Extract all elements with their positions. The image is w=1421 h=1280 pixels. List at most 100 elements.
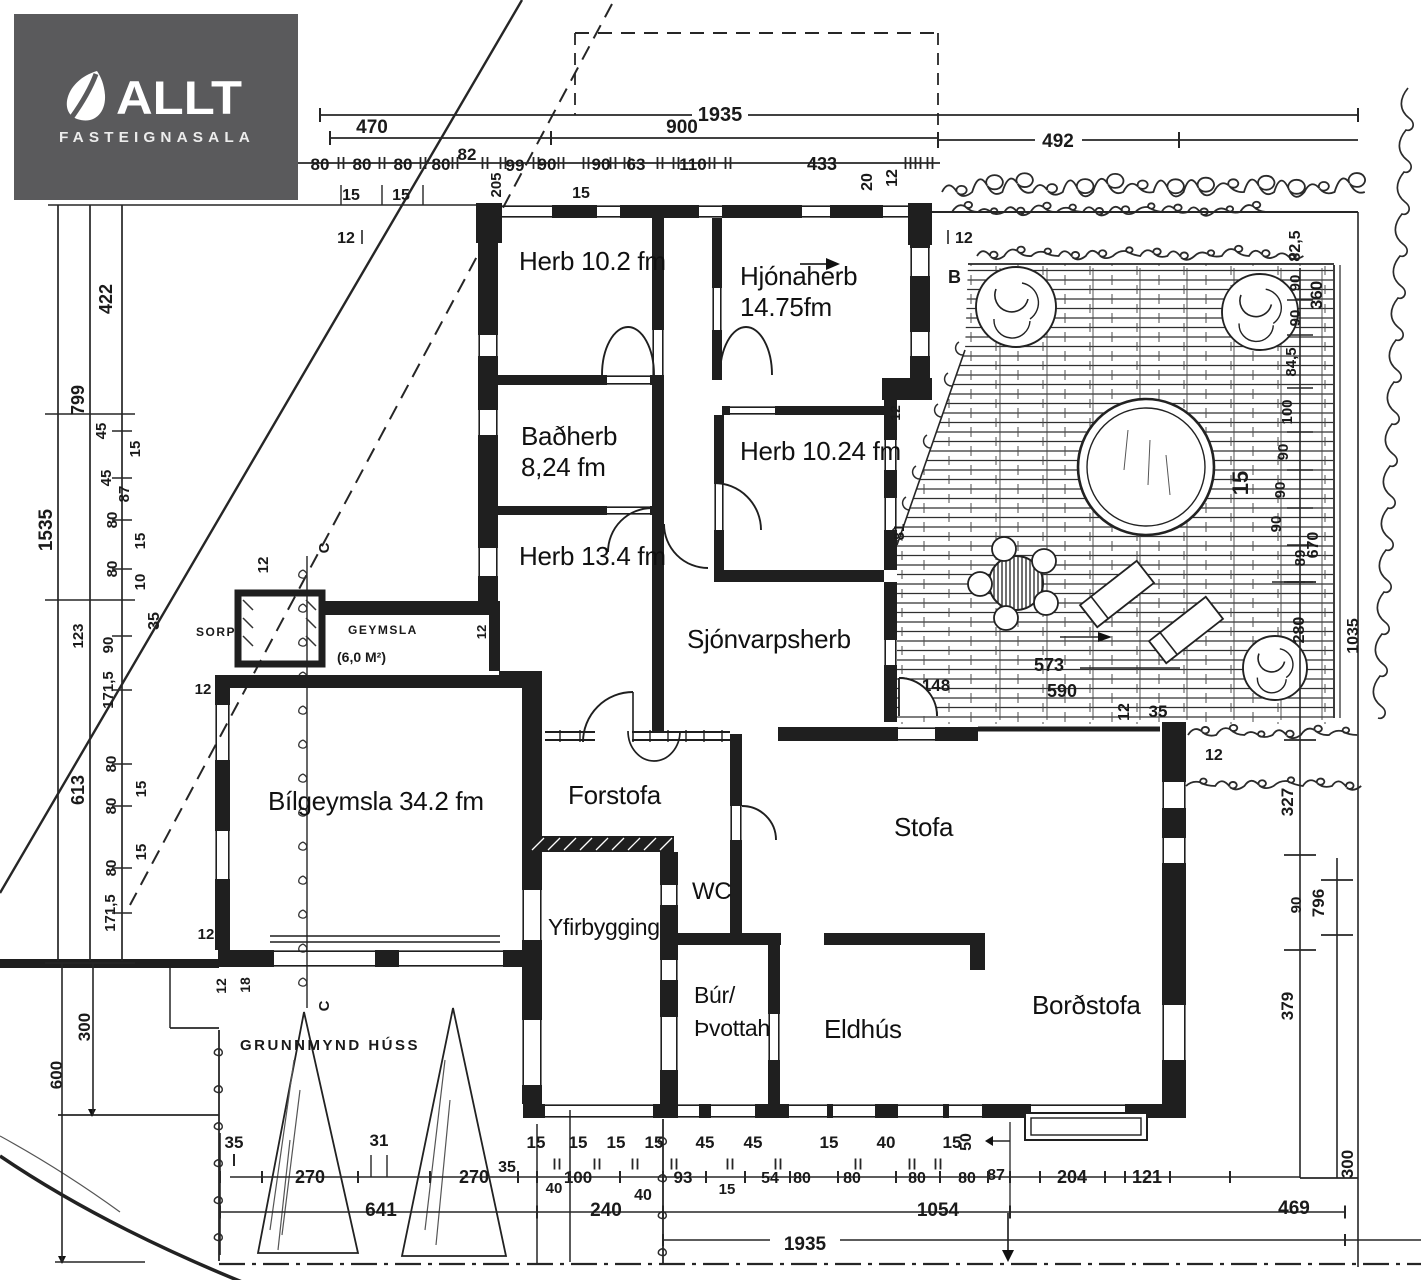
svg-text:1054: 1054 [917, 1200, 960, 1221]
svg-text:B: B [948, 267, 961, 287]
svg-text:1035: 1035 [1345, 618, 1362, 654]
svg-text:613: 613 [68, 775, 88, 805]
svg-text:15: 15 [820, 1133, 839, 1152]
svg-text:469: 469 [1278, 1198, 1310, 1219]
svg-text:12: 12 [474, 625, 489, 639]
svg-text:280: 280 [1291, 617, 1308, 644]
svg-text:Bílgeymsla 34.2 fm: Bílgeymsla 34.2 fm [268, 786, 484, 816]
svg-text:87: 87 [116, 486, 133, 503]
svg-text:1935: 1935 [784, 1234, 827, 1255]
svg-text:796: 796 [1309, 889, 1328, 917]
svg-text:15: 15 [719, 1181, 736, 1198]
svg-text:Baðherb: Baðherb [521, 421, 617, 451]
svg-text:433: 433 [807, 154, 837, 174]
svg-text:15: 15 [392, 187, 410, 204]
svg-text:SORP: SORP [196, 625, 236, 639]
svg-text:12: 12 [213, 978, 229, 994]
svg-text:15: 15 [133, 781, 150, 798]
svg-text:FASTEIGNASALA: FASTEIGNASALA [59, 129, 255, 146]
svg-text:204: 204 [1057, 1167, 1087, 1187]
svg-text:670: 670 [1305, 532, 1322, 559]
svg-text:90: 90 [1287, 275, 1304, 292]
svg-text:10: 10 [132, 574, 149, 591]
svg-text:Borðstofa: Borðstofa [1032, 990, 1141, 1020]
svg-text:15: 15 [133, 844, 150, 861]
svg-text:12: 12 [884, 169, 901, 187]
svg-text:WC: WC [692, 878, 731, 905]
svg-text:379: 379 [1278, 992, 1297, 1020]
svg-text:470: 470 [356, 117, 388, 138]
svg-text:90: 90 [1268, 516, 1285, 533]
svg-text:15: 15 [569, 1133, 588, 1152]
svg-text:35: 35 [498, 1159, 516, 1176]
svg-text:171,5: 171,5 [102, 894, 119, 932]
svg-text:31: 31 [370, 1131, 389, 1150]
svg-text:15: 15 [645, 1133, 664, 1152]
svg-text:90: 90 [1287, 310, 1304, 327]
svg-text:8,24 fm: 8,24 fm [521, 452, 606, 482]
svg-text:15: 15 [607, 1133, 626, 1152]
svg-text:360: 360 [1307, 281, 1326, 309]
svg-text:80: 80 [908, 1170, 926, 1187]
svg-text:93: 93 [674, 1168, 693, 1187]
svg-text:Eldhús: Eldhús [824, 1014, 902, 1044]
svg-text:600: 600 [47, 1061, 66, 1089]
svg-text:270: 270 [459, 1167, 489, 1187]
svg-text:799: 799 [68, 385, 88, 415]
svg-text:80: 80 [353, 155, 372, 174]
svg-text:80: 80 [958, 1170, 976, 1187]
svg-text:121: 121 [1132, 1167, 1162, 1187]
svg-text:12: 12 [337, 230, 355, 247]
svg-text:590: 590 [1047, 681, 1077, 701]
svg-text:Stofa: Stofa [894, 812, 954, 842]
svg-text:90: 90 [1272, 482, 1289, 499]
svg-text:Sjónvarpsherb: Sjónvarpsherb [687, 624, 851, 654]
svg-text:Þvottah: Þvottah [694, 1015, 770, 1041]
svg-text:50: 50 [958, 1133, 975, 1151]
svg-text:40: 40 [546, 1180, 563, 1197]
svg-text:45: 45 [696, 1133, 715, 1152]
svg-text:81: 81 [891, 524, 908, 541]
svg-text:82: 82 [458, 145, 477, 164]
svg-text:12: 12 [255, 557, 272, 574]
svg-text:641: 641 [365, 1200, 397, 1221]
svg-text:Hjónaherb: Hjónaherb [740, 261, 857, 291]
svg-text:123: 123 [70, 623, 87, 648]
svg-text:90: 90 [1288, 897, 1305, 914]
svg-text:90: 90 [592, 155, 611, 174]
svg-text:C: C [316, 542, 333, 553]
svg-text:15: 15 [572, 185, 590, 202]
svg-text:80: 80 [103, 756, 120, 773]
svg-text:Búr/: Búr/ [694, 982, 736, 1008]
svg-text:35: 35 [225, 1133, 244, 1152]
svg-text:Herb 13.4 fm: Herb 13.4 fm [519, 541, 666, 571]
svg-text:327: 327 [1278, 788, 1297, 816]
svg-text:148: 148 [922, 676, 950, 695]
svg-text:12: 12 [198, 926, 215, 943]
svg-text:18: 18 [237, 977, 253, 993]
svg-text:205: 205 [488, 172, 505, 197]
svg-text:45: 45 [93, 423, 110, 440]
svg-text:80: 80 [432, 155, 451, 174]
svg-text:20: 20 [859, 173, 876, 191]
svg-text:35: 35 [1149, 702, 1168, 721]
svg-text:80: 80 [103, 860, 120, 877]
svg-text:80: 80 [104, 512, 121, 529]
svg-text:82,5: 82,5 [1287, 230, 1304, 261]
svg-text:300: 300 [1338, 1150, 1357, 1178]
svg-text:ALLT: ALLT [116, 71, 242, 124]
svg-text:100: 100 [564, 1168, 592, 1187]
svg-text:40: 40 [877, 1133, 896, 1152]
svg-text:573: 573 [1034, 655, 1064, 675]
svg-text:100: 100 [1279, 399, 1296, 424]
svg-text:Yfirbygging: Yfirbygging [548, 914, 660, 940]
svg-text:12: 12 [955, 230, 973, 247]
svg-text:110: 110 [679, 155, 706, 174]
svg-text:492: 492 [1042, 131, 1074, 152]
svg-text:99: 99 [506, 156, 525, 175]
svg-text:80: 80 [843, 1170, 861, 1187]
svg-text:80: 80 [103, 798, 120, 815]
svg-text:300: 300 [75, 1013, 94, 1041]
svg-text:12: 12 [887, 405, 903, 421]
svg-text:Herb 10.24 fm: Herb 10.24 fm [740, 436, 901, 466]
